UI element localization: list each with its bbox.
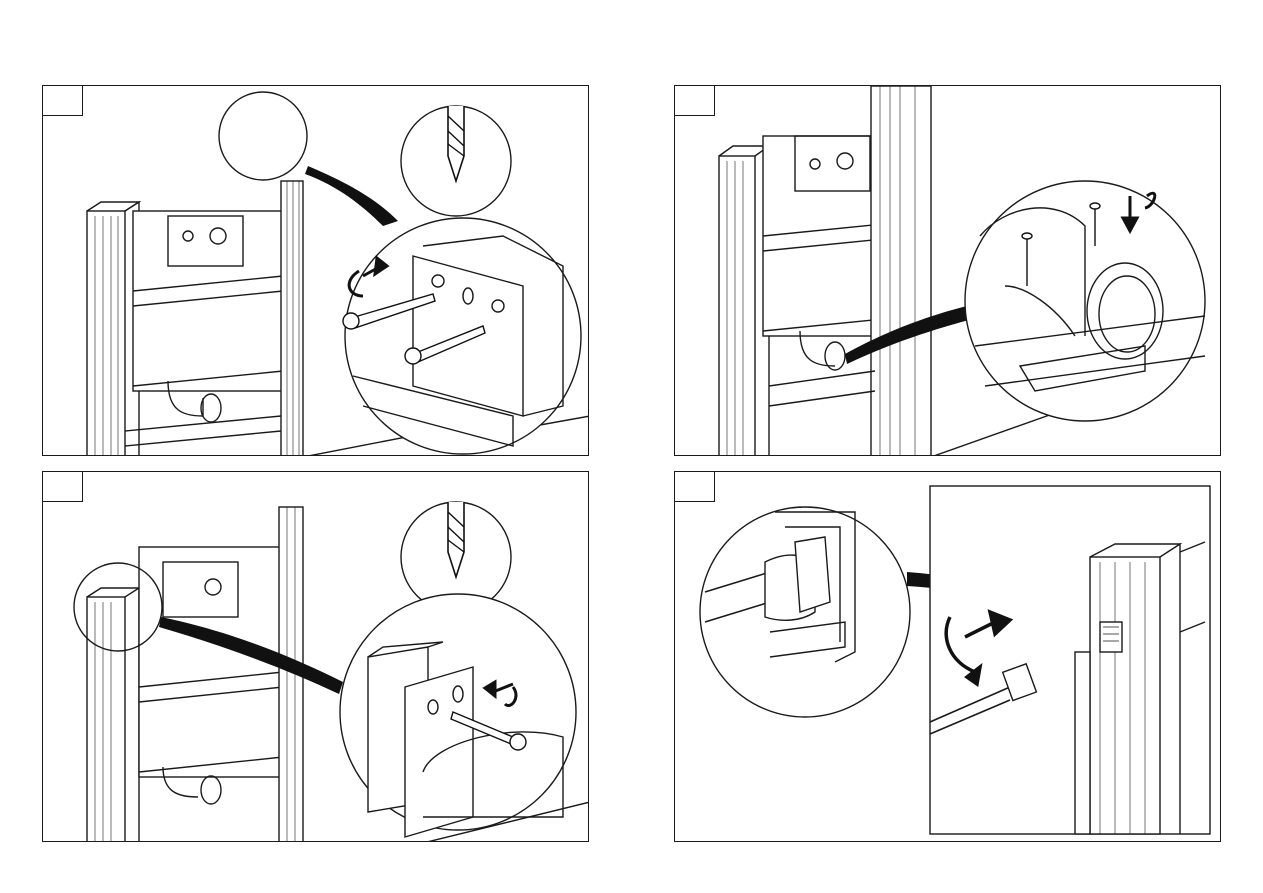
instruction-panel-1 bbox=[42, 85, 589, 456]
pipe-bracket-illustration bbox=[675, 86, 1221, 456]
instruction-panel-2 bbox=[674, 85, 1221, 456]
frame-top-left-illustration bbox=[43, 472, 589, 842]
step-number-box bbox=[675, 472, 715, 502]
instruction-panel-3 bbox=[42, 471, 589, 842]
step-number-box bbox=[675, 86, 715, 116]
step-number-box bbox=[43, 472, 83, 502]
instruction-panel-4 bbox=[674, 471, 1221, 842]
drill-bit-icon bbox=[401, 106, 511, 216]
frame-top-right-illustration bbox=[43, 86, 589, 456]
step-number-box bbox=[43, 86, 83, 116]
wood-stud-icon bbox=[87, 202, 139, 456]
water-connection-illustration bbox=[675, 472, 1221, 842]
